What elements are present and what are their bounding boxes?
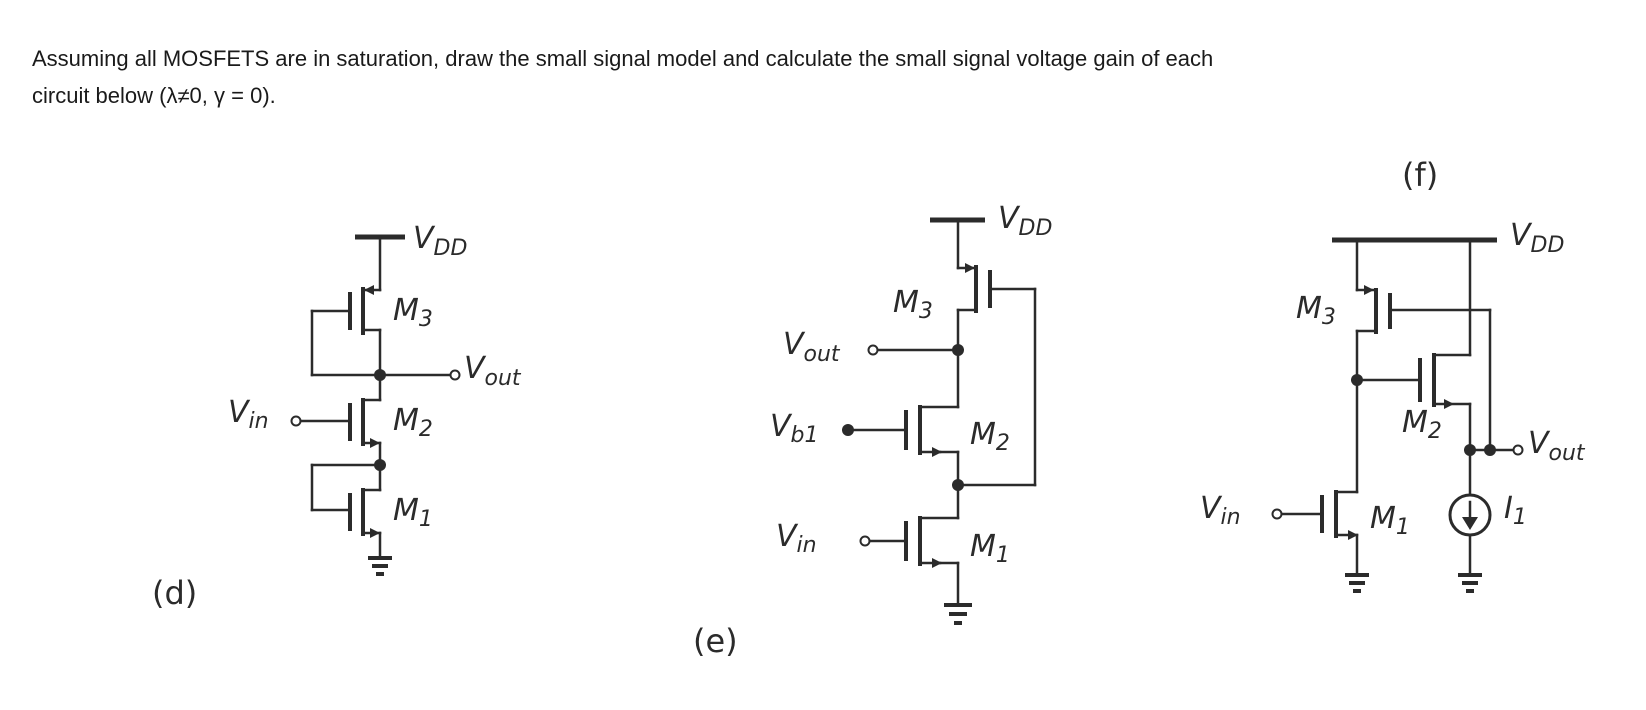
vin-terminal-e xyxy=(859,535,871,547)
vout-label-f: Vout xyxy=(1528,426,1586,466)
m3-label-e: M3 xyxy=(893,285,933,324)
vb1-label-e: Vb1 xyxy=(770,409,819,448)
transistor-m1-f xyxy=(1271,490,1359,577)
problem-line-2: circuit below (λ≠0, γ = 0). xyxy=(32,83,276,108)
vin-label-e: Vin xyxy=(776,519,817,558)
problem-line-1: Assuming all MOSFETS are in saturation, … xyxy=(32,46,1214,71)
ground-icon xyxy=(368,556,392,576)
vdd-label-d: VDD xyxy=(413,221,467,261)
m2-label-d: M2 xyxy=(393,403,433,442)
circuit-tag-e: (e) xyxy=(693,622,738,660)
ground-icon xyxy=(1458,573,1482,593)
circuit-tag-d: (d) xyxy=(152,574,197,612)
vout-label-e: Vout xyxy=(783,327,841,367)
m3-label-d: M3 xyxy=(393,293,433,332)
m1-label-d: M1 xyxy=(393,493,433,532)
transistor-m1-e xyxy=(859,483,960,607)
transistor-m3-d xyxy=(310,285,382,377)
circuit-e: VDD M3 Vout Vb1 M2 Vin M1 (e) xyxy=(693,201,1052,660)
vin-terminal-f xyxy=(1271,508,1283,520)
vin-terminal-d xyxy=(290,415,302,427)
vin-label-f: Vin xyxy=(1200,491,1241,530)
current-source-icon xyxy=(1448,493,1492,537)
vout-label-d: Vout xyxy=(464,351,522,391)
m2-label-e: M2 xyxy=(970,417,1010,456)
m2-label-f: M2 xyxy=(1402,405,1442,444)
m1-label-f: M1 xyxy=(1370,501,1410,540)
ground-icon xyxy=(1345,573,1369,593)
vin-label-d: Vin xyxy=(228,395,269,434)
transistor-m2-d xyxy=(290,373,382,467)
vout-terminal-d xyxy=(449,369,461,381)
circuit-tag-f: (f) xyxy=(1402,156,1438,194)
vdd-label-f: VDD xyxy=(1510,218,1564,258)
m1-label-e: M1 xyxy=(970,529,1010,568)
vdd-label-e: VDD xyxy=(998,201,1052,241)
transistor-m3-e xyxy=(956,263,1037,487)
vout-terminal-e xyxy=(867,344,879,356)
m3-label-f: M3 xyxy=(1296,291,1336,330)
transistor-m2-e xyxy=(842,348,960,487)
ground-icon xyxy=(944,603,972,625)
vout-terminal-f xyxy=(1512,444,1524,456)
transistor-m3-f xyxy=(1355,285,1492,452)
transistor-m1-d xyxy=(310,463,382,560)
circuit-d: VDD M3 Vout Vin M2 M1 (d) xyxy=(152,221,522,612)
circuit-f: (f) xyxy=(1200,156,1586,593)
transistor-m2-f xyxy=(1418,353,1472,452)
problem-statement: Assuming all MOSFETS are in saturation, … xyxy=(32,40,1432,114)
i1-label-f: I1 xyxy=(1504,491,1527,530)
vb1-terminal-e xyxy=(842,424,854,436)
